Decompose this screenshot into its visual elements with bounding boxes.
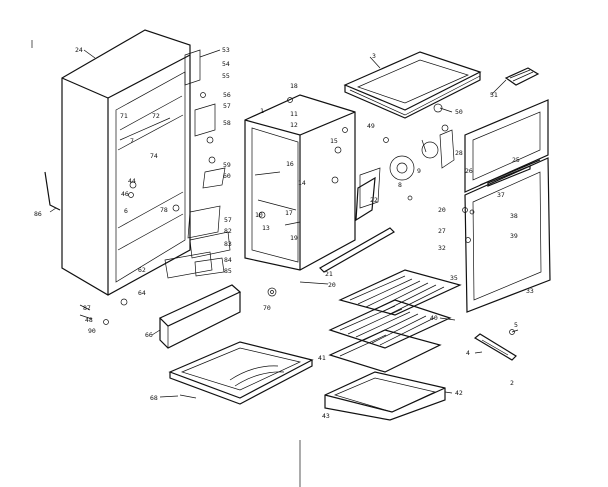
callout-20a: 20 — [438, 206, 446, 214]
callout-85: 85 — [224, 267, 232, 275]
callout-56: 56 — [223, 91, 231, 99]
doors — [462, 99, 551, 313]
callout-60: 60 — [223, 172, 231, 180]
cabinet-shell — [44, 29, 191, 296]
callout-59: 59 — [223, 161, 231, 169]
callout-21: 21 — [325, 270, 333, 278]
glass-shelf — [328, 329, 442, 373]
callout-62: 62 — [138, 266, 146, 274]
callout-19: 19 — [290, 234, 298, 242]
callout-68: 68 — [150, 394, 158, 402]
callout-39: 39 — [510, 232, 518, 240]
liner — [244, 94, 356, 271]
crisper-pan — [324, 371, 446, 421]
callout-20b: 20 — [328, 281, 336, 289]
callout-16: 16 — [286, 160, 294, 168]
callout-54: 54 — [222, 60, 230, 68]
callout-66: 66 — [145, 331, 153, 339]
callout-84: 84 — [224, 256, 232, 264]
callout-90: 90 — [88, 327, 96, 335]
callout-74: 74 — [150, 152, 158, 160]
callout-82: 82 — [224, 227, 232, 235]
callout-4: 4 — [466, 349, 470, 357]
callout-87: 87 — [83, 304, 91, 312]
callout-28: 28 — [455, 149, 463, 157]
callout-1-liner: 1 — [260, 107, 264, 115]
callout-7: 7 — [130, 137, 134, 145]
callout-18: 18 — [290, 82, 298, 90]
callout-25: 25 — [512, 156, 520, 164]
callout-55: 55 — [222, 72, 230, 80]
callout-32: 32 — [438, 244, 446, 252]
callout-5: 5 — [514, 321, 518, 329]
hinge-bracket-parts — [164, 49, 231, 279]
callout-41: 41 — [318, 354, 326, 362]
callout-27: 27 — [438, 227, 446, 235]
callout-86: 86 — [34, 210, 42, 218]
door-handle — [473, 329, 517, 361]
callout-14: 14 — [298, 179, 306, 187]
callout-22: 22 — [370, 196, 378, 204]
callout-26: 26 — [465, 167, 473, 175]
callout-11: 11 — [290, 110, 298, 118]
callout-33: 33 — [526, 287, 534, 295]
callout-15: 15 — [330, 137, 338, 145]
callout-12: 12 — [290, 121, 298, 129]
callout-64: 64 — [138, 289, 146, 297]
callout-8: 8 — [398, 181, 402, 189]
callout-83: 83 — [224, 240, 232, 248]
kickplate — [158, 284, 242, 349]
callout-57b: 57 — [224, 216, 232, 224]
callout-17: 17 — [285, 209, 293, 217]
callout-24: 24 — [75, 46, 83, 54]
callout-43: 43 — [322, 412, 330, 420]
callout-49: 49 — [367, 122, 375, 130]
shelves — [328, 269, 462, 349]
callout-78: 78 — [160, 206, 168, 214]
callout-46: 46 — [121, 190, 129, 198]
rails — [267, 176, 395, 297]
callout-40: 40 — [430, 314, 438, 322]
callout-58: 58 — [223, 119, 231, 127]
callout-labels: 24 53 54 55 56 57 58 59 60 1 18 11 12 49… — [34, 46, 534, 420]
callout-9: 9 — [417, 167, 421, 175]
callout-10: 10 — [255, 211, 263, 219]
callout-48: 48 — [85, 316, 93, 324]
callout-6: 6 — [124, 207, 128, 215]
callout-53: 53 — [222, 46, 230, 54]
callout-72: 72 — [152, 112, 160, 120]
callout-70: 70 — [263, 304, 271, 312]
callout-38: 38 — [510, 212, 518, 220]
callout-37a: 37 — [497, 191, 505, 199]
callout-50: 50 — [455, 108, 463, 116]
callout-44: 44 — [128, 177, 136, 185]
callout-13: 13 — [262, 224, 270, 232]
callout-51: 51 — [490, 91, 498, 99]
callout-2: 2 — [510, 379, 514, 387]
callout-42: 42 — [455, 389, 463, 397]
top-cover — [343, 51, 482, 119]
leader-lines — [31, 40, 519, 487]
evaporator-fan-assembly — [359, 103, 455, 209]
callout-71: 71 — [120, 112, 128, 120]
drip-pan — [168, 341, 314, 405]
cabinet-hardware — [79, 117, 180, 325]
callout-3: 3 — [372, 52, 376, 60]
callout-35: 35 — [450, 274, 458, 282]
callout-57a: 57 — [223, 102, 231, 110]
control-knob — [504, 67, 540, 86]
